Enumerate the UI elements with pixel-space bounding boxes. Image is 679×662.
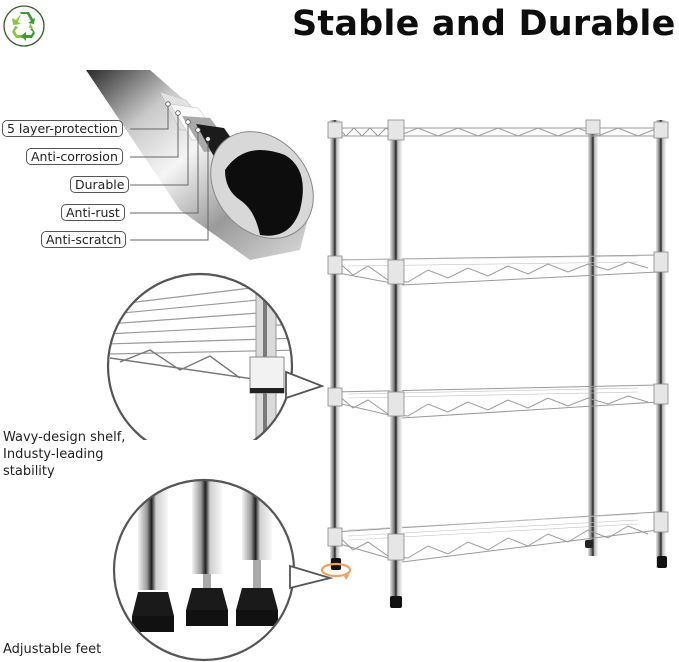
layer-label-anti-corrosion: Anti-corrosion (26, 148, 123, 165)
page-title: Stable and Durable (292, 4, 676, 44)
layer-label-durable: Durable (70, 176, 130, 193)
caption-line: Wavy-design shelf, (3, 430, 126, 445)
feature-caption-wavy-shelf: Wavy-design shelf, Industy-leading stabi… (3, 429, 125, 480)
layer-label-5-layer-protection: 5 layer-protection (2, 120, 123, 137)
feature-caption-adjustable-feet: Adjustable feet (3, 641, 101, 658)
adjustable-feet-closeup (108, 470, 338, 662)
layer-label-anti-rust: Anti-rust (61, 204, 125, 221)
recycle-icon (2, 4, 46, 48)
wavy-shelf-closeup (100, 262, 340, 440)
caption-line: Adjustable feet (3, 642, 102, 657)
caption-line: stability (3, 464, 55, 479)
layer-label-anti-scratch: Anti-scratch (41, 231, 127, 248)
caption-line: Industy-leading (3, 447, 104, 462)
coated-tube-illustration (0, 60, 320, 260)
wire-shelving-unit (318, 110, 679, 640)
